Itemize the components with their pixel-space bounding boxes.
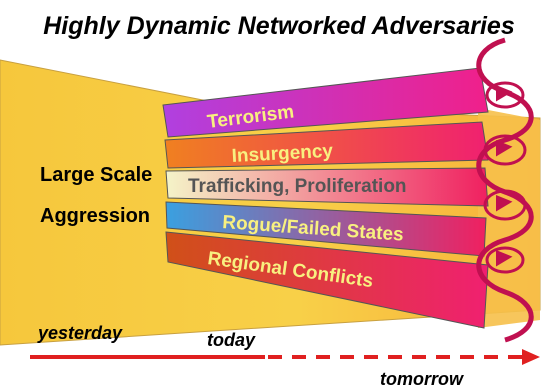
threat-bands [162,67,489,329]
band-insurgency [164,121,489,169]
label-yesterday: yesterday [37,323,123,343]
diagram-title: Highly Dynamic Networked Adversaries [43,12,515,40]
label-today: today [207,330,256,350]
band-terrorism [162,67,489,138]
band-regional-conflicts [165,231,489,329]
band-trafficking [165,167,489,207]
left-label-line1: Large Scale [40,164,152,186]
left-label-line2: Aggression [40,205,150,227]
timeline [30,349,540,365]
spiral-arrow-icon [476,37,534,343]
label-tomorrow: tomorrow [380,369,464,389]
band-label-trafficking: Trafficking, Proliferation [188,176,407,197]
timeline-arrowhead-icon [522,349,540,365]
